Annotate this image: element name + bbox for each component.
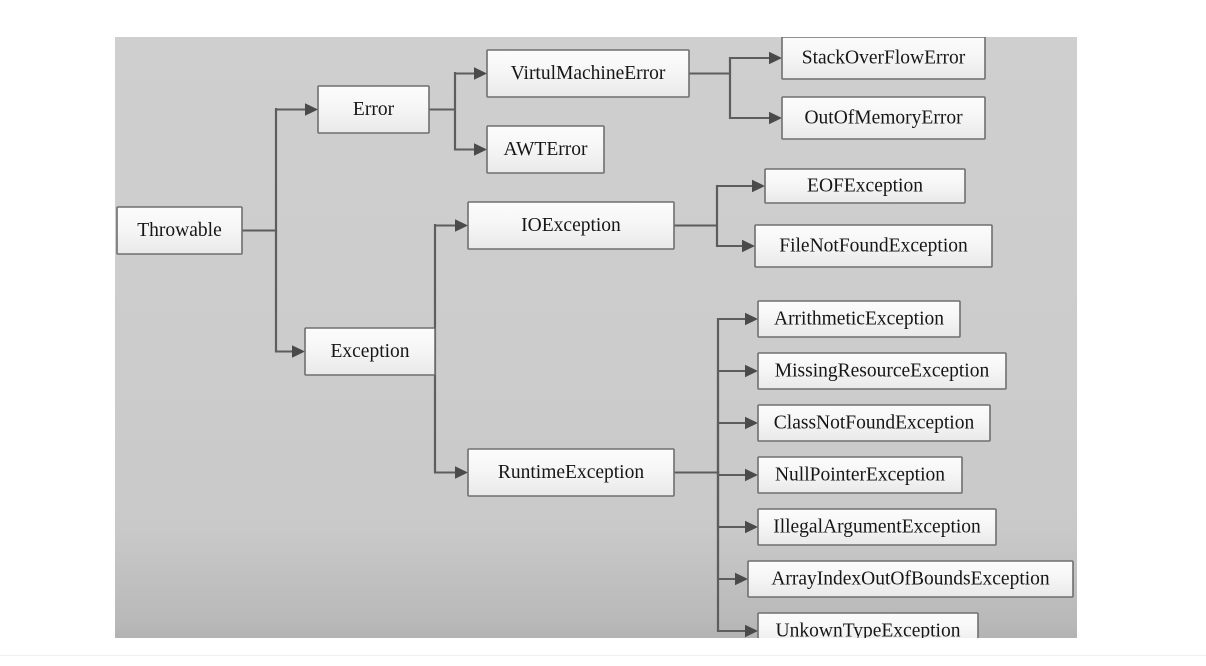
arrowhead-icon [745,624,758,638]
node-box [754,224,993,268]
node-label: MissingResourceException [775,360,990,381]
node-label: IOException [521,215,621,236]
node-virtulmachine[interactable]: VirtulMachineError [486,49,690,98]
arrowhead-icon [769,111,782,125]
node-box [467,448,675,497]
arrowhead-icon [752,179,765,193]
node-runtimeexception[interactable]: RuntimeException [467,448,675,497]
node-box [757,508,997,546]
edge-exception-to-runtimeexception [433,350,459,474]
node-label: OutOfMemoryError [804,107,963,128]
node-box [757,404,991,442]
node-outofmemory[interactable]: OutOfMemoryError [781,96,986,140]
edge-runtimeexception-to-illegalargument [672,471,749,529]
edge-virtulmachine-to-outofmemory [687,72,773,120]
node-label: UnkownTypeException [776,620,961,638]
node-missingresource[interactable]: MissingResourceException [757,352,1007,390]
node-arrayindex[interactable]: ArrayIndexOutOfBoundsException [747,560,1074,598]
node-label: ArrayIndexOutOfBoundsException [771,568,1050,589]
node-label: RuntimeException [498,462,644,483]
edge-runtimeexception-to-arrayindex [672,471,739,581]
arrowhead-icon [292,345,305,358]
node-stackoverflow[interactable]: StackOverFlowError [781,37,986,80]
arrowhead-icon [745,364,758,378]
arrowhead-icon [455,219,468,232]
arrowhead-icon [474,67,487,80]
page-lower-band [0,656,1206,666]
content-divider [0,655,1206,656]
node-box [781,96,986,140]
node-box [116,206,243,255]
node-box [757,352,1007,390]
edge-error-to-awterror [427,108,478,151]
arrowhead-icon [745,468,758,482]
node-box [467,201,675,250]
arrowhead-icon [745,416,758,430]
node-box [304,327,436,376]
edge-runtimeexception-to-missingresource [672,369,749,474]
edge-ioexception-to-filenotfound [672,224,746,248]
node-box [781,37,986,80]
arrowhead-icon [769,51,782,65]
arrowhead-icon [474,143,487,156]
arrowhead-icon [745,520,758,534]
node-awterror[interactable]: AWTError [486,125,605,174]
node-box [486,49,690,98]
node-box [757,456,963,494]
edge-exception-to-ioexception [433,224,459,353]
node-label: Error [353,99,395,120]
node-label: ClassNotFoundException [774,412,975,433]
node-label: NullPointerException [775,464,945,485]
node-eofexception[interactable]: EOFException [764,168,966,204]
edge-throwable-to-error [240,108,309,232]
edge-error-to-virtulmachine [427,72,478,111]
edge-runtimeexception-to-classnotfound [672,421,749,474]
arrowhead-icon [735,572,748,586]
node-box [757,300,961,338]
node-label: Exception [330,341,409,362]
node-illegalargument[interactable]: IllegalArgumentException [757,508,997,546]
node-label: ArrithmeticException [774,308,944,329]
arrowhead-icon [742,239,755,253]
node-exception[interactable]: Exception [304,327,436,376]
arrowhead-icon [305,103,318,116]
edge-virtulmachine-to-stackoverflow [687,56,773,75]
edge-runtimeexception-to-unkowntype [672,471,749,633]
node-label: IllegalArgumentException [773,516,981,537]
node-ioexception[interactable]: IOException [467,201,675,250]
node-unkowntype[interactable]: UnkownTypeException [757,612,979,638]
node-box [486,125,605,174]
edge-layer [240,51,782,638]
node-label: StackOverFlowError [802,47,966,68]
node-error[interactable]: Error [317,85,430,134]
node-label: VirtulMachineError [511,63,666,84]
node-classnotfound[interactable]: ClassNotFoundException [757,404,991,442]
node-nullpointer[interactable]: NullPointerException [757,456,963,494]
node-label: AWTError [504,139,588,160]
node-label: FileNotFoundException [779,235,968,256]
arrowhead-icon [455,466,468,479]
node-throwable[interactable]: Throwable [116,206,243,255]
edge-runtimeexception-to-arithmetic [672,317,749,474]
node-label: Throwable [137,220,221,241]
node-arithmetic[interactable]: ArrithmeticException [757,300,961,338]
node-label: EOFException [807,175,923,196]
node-box [747,560,1074,598]
node-box [317,85,430,134]
node-box [757,612,979,638]
node-box [764,168,966,204]
node-filenotfound[interactable]: FileNotFoundException [754,224,993,268]
edge-ioexception-to-eofexception [672,184,756,227]
arrowhead-icon [745,312,758,326]
edge-throwable-to-exception [240,229,296,353]
